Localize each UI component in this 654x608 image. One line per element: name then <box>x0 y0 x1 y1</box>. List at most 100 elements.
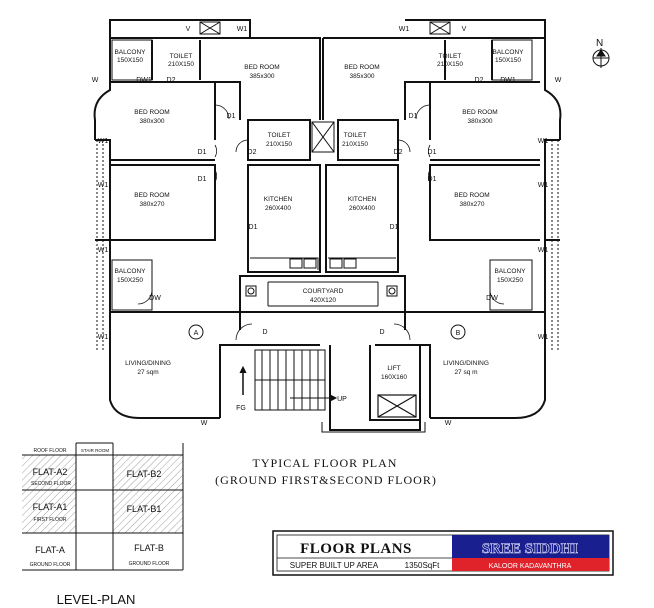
tag-dw: DW <box>149 295 161 302</box>
room-toilet-tl-dim: 210X150 <box>168 61 194 68</box>
level-flat-b2: FLAT-B2 <box>127 469 162 479</box>
tag-d1: D1 <box>390 224 399 231</box>
tag-w1: W1 <box>399 26 410 33</box>
stair-up-label: UP <box>337 396 347 403</box>
room-kitchen-a-dim: 260X400 <box>265 205 291 212</box>
room-living-b-name: LIVING/DINING <box>443 360 489 367</box>
marker-b: B <box>456 330 461 337</box>
tag-w: W <box>92 77 99 84</box>
room-courtyard-dim: 420X120 <box>310 297 336 304</box>
title-block-brand: SREE SIDDHI <box>482 541 578 557</box>
room-living-b-dim: 27 sq m <box>454 369 477 376</box>
tag-d1: D1 <box>198 176 207 183</box>
room-kitchen-a-name: KITCHEN <box>264 196 293 203</box>
tag-v: V <box>462 26 467 33</box>
flat-markers <box>188 324 466 340</box>
north-arrow-icon <box>592 48 610 68</box>
tag-w: W <box>201 420 208 427</box>
room-toilet-cb-name: TOILET <box>344 132 367 139</box>
tag-w: W <box>555 77 562 84</box>
room-bed3-a-dim: 380x270 <box>140 201 165 208</box>
tag-d: D <box>262 329 267 336</box>
level-stair-room: STAIR ROOM <box>81 448 109 453</box>
ventilators <box>199 21 451 153</box>
room-bed2-b-dim: 380x300 <box>468 118 493 125</box>
tag-d1: D1 <box>227 113 236 120</box>
level-flat-a: FLAT-A <box>35 545 65 555</box>
room-balcony-tr-dim: 150X150 <box>495 57 521 64</box>
room-kitchen-b-dim: 260X400 <box>349 205 375 212</box>
level-ground-floor-a: GROUND FLOOR <box>30 562 71 568</box>
tag-w1: W1 <box>98 138 109 145</box>
plan-subtitle: (GROUND FIRST&SECOND FLOOR) <box>215 473 437 487</box>
door-swings <box>137 104 505 341</box>
room-bed1-a-dim: 385x300 <box>250 73 275 80</box>
tag-w: W <box>445 420 452 427</box>
tag-dw: DW <box>486 295 498 302</box>
room-bed1-b-dim: 385x300 <box>350 73 375 80</box>
room-bed1-b-name: BED ROOM <box>344 64 379 71</box>
room-lift-dim: 160X160 <box>381 374 407 381</box>
tag-fg: FG <box>236 405 246 412</box>
room-balcony-tl-dim: 150X150 <box>117 57 143 64</box>
level-flat-b: FLAT-B <box>134 543 164 553</box>
room-bed3-b-name: BED ROOM <box>454 192 489 199</box>
room-bed3-b-dim: 380x270 <box>460 201 485 208</box>
room-labels: BALCONY 150X150 TOILET 210X150 BED ROOM … <box>114 49 526 403</box>
room-toilet-cb-dim: 210X150 <box>342 141 368 148</box>
room-balcony-bl-dim: 150X250 <box>117 277 143 284</box>
level-second-floor: SECOND FLOOR <box>31 481 71 487</box>
room-lift-name: LIFT <box>387 365 400 372</box>
kitchen-counters <box>245 257 398 307</box>
tag-d: D <box>379 329 384 336</box>
tag-d2: D2 <box>248 149 257 156</box>
lift-shaft <box>377 394 417 418</box>
north-label: N <box>596 38 603 49</box>
room-courtyard-name: COURTYARD <box>303 288 344 295</box>
room-toilet-ca-name: TOILET <box>268 132 291 139</box>
level-roof-floor: ROOF FLOOR <box>33 448 66 454</box>
room-toilet-tr-dim: 210X150 <box>437 61 463 68</box>
tag-d1: D1 <box>428 176 437 183</box>
tag-w1: W1 <box>98 182 109 189</box>
level-flat-b1: FLAT-B1 <box>127 504 162 514</box>
title-block: FLOOR PLANS SREE SIDDHI SUPER BUILT UP A… <box>272 530 614 576</box>
level-flat-a2: FLAT-A2 <box>33 467 68 477</box>
tag-w1: W1 <box>538 247 549 254</box>
room-balcony-br-dim: 150X250 <box>497 277 523 284</box>
room-living-a-name: LIVING/DINING <box>125 360 171 367</box>
title-block-heading: FLOOR PLANS <box>300 541 412 557</box>
tag-w1: W1 <box>538 138 549 145</box>
room-balcony-bl-name: BALCONY <box>114 268 146 275</box>
tag-d2: D2 <box>167 77 176 84</box>
title-block-location: KALOOR KADAVANTHRA <box>489 563 572 570</box>
level-flat-a1: FLAT-A1 <box>33 502 68 512</box>
staircase <box>239 349 338 411</box>
room-balcony-br-name: BALCONY <box>494 268 526 275</box>
level-plan: ROOF FLOOR STAIR ROOM FLAT-A2 SECOND FLO… <box>22 442 184 607</box>
door-window-labels: V W1 W1 V DW1 D2 D2 DW1 W W D1 D1 W1 W1 … <box>92 26 562 427</box>
room-balcony-tr-name: BALCONY <box>492 49 524 56</box>
room-bed2-a-name: BED ROOM <box>134 109 169 116</box>
room-kitchen-b-name: KITCHEN <box>348 196 377 203</box>
internal-walls <box>110 40 545 421</box>
tag-d1: D1 <box>428 149 437 156</box>
room-bed1-a-name: BED ROOM <box>244 64 279 71</box>
room-living-a-dim: 27 sqm <box>137 369 158 376</box>
room-bed2-a-dim: 380x300 <box>140 118 165 125</box>
tag-d1: D1 <box>249 224 258 231</box>
tag-d1: D1 <box>198 149 207 156</box>
plan-title: TYPICAL FLOOR PLAN <box>253 456 398 470</box>
balcony-railings <box>96 39 559 350</box>
room-toilet-tr-name: TOILET <box>439 53 462 60</box>
room-bed2-b-name: BED ROOM <box>462 109 497 116</box>
tag-w1: W1 <box>538 334 549 341</box>
tag-w1: W1 <box>237 26 248 33</box>
room-bed3-a-name: BED ROOM <box>134 192 169 199</box>
level-ground-floor-b: GROUND FLOOR <box>129 561 170 567</box>
room-toilet-tl-name: TOILET <box>170 53 193 60</box>
tag-v: V <box>186 26 191 33</box>
tag-w1: W1 <box>538 182 549 189</box>
title-block-area-value: 1350SqFt <box>405 561 440 570</box>
room-balcony-tl-name: BALCONY <box>114 49 146 56</box>
